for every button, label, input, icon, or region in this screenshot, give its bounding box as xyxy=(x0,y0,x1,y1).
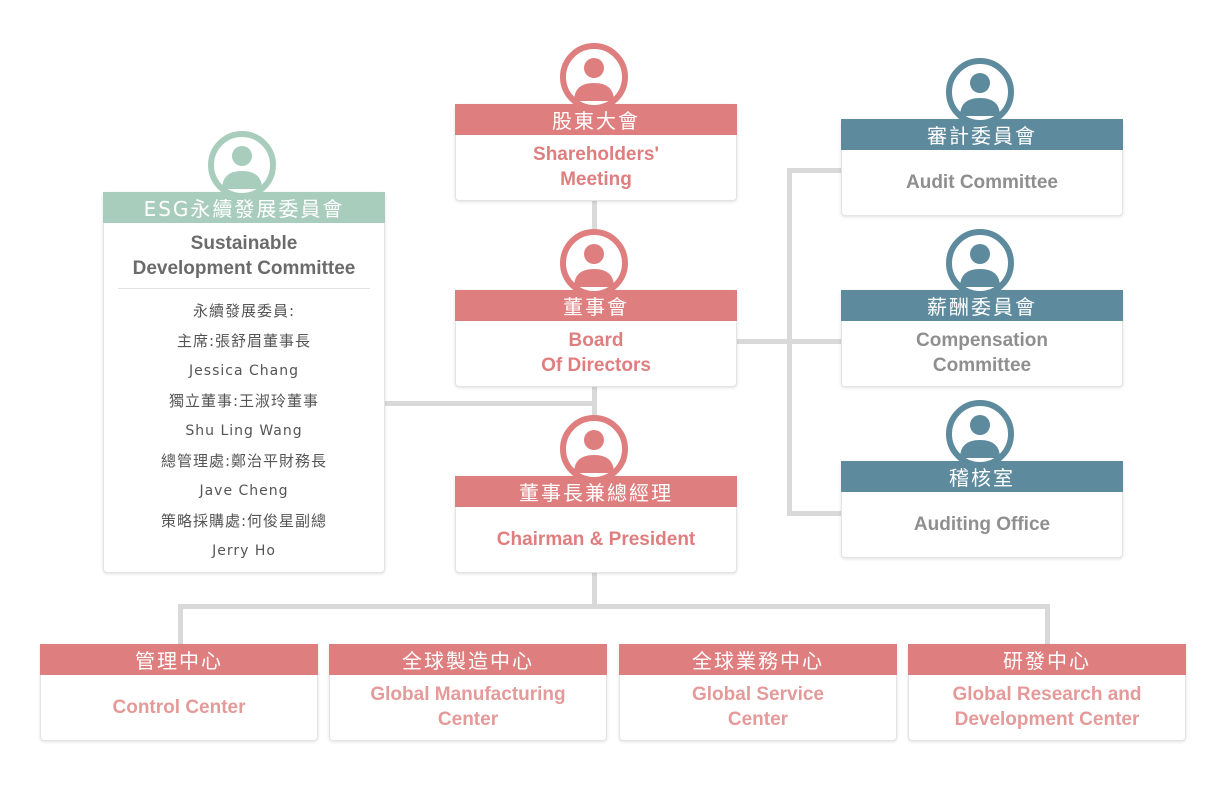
esg-member-line: Jessica Chang xyxy=(189,363,299,379)
connector-right-compensation xyxy=(787,339,842,344)
manufacturing-center-title: Global Manufacturing Center xyxy=(370,684,566,730)
shareholders-title: Shareholders' Meeting xyxy=(533,144,659,190)
esg-member-line: Jave Cheng xyxy=(199,483,289,499)
connector-shareholders-board xyxy=(592,198,597,238)
connector-right-audit xyxy=(787,168,842,173)
connector-chairman-bottom xyxy=(592,571,597,607)
person-avatar-icon xyxy=(208,131,276,199)
service-center-header: 全球業務中心 xyxy=(619,644,897,675)
person-avatar-icon xyxy=(560,415,628,483)
connector-board-right xyxy=(736,339,790,344)
connector-right-auditing xyxy=(787,511,842,516)
audit-committee-title: Audit Committee xyxy=(906,171,1058,193)
esg-member-line: Jerry Ho xyxy=(212,543,276,559)
chairman-title: Chairman & President xyxy=(496,528,696,550)
shareholders-header: 股東大會 xyxy=(455,104,737,135)
esg-member-line: Shu Ling Wang xyxy=(185,423,303,439)
manufacturing-center-header: 全球製造中心 xyxy=(329,644,607,675)
esg-committee-title: Sustainable Development Committee xyxy=(132,233,356,279)
person-avatar-icon xyxy=(560,229,628,297)
person-avatar-icon xyxy=(946,400,1014,468)
esg-member-line: 策略採購處:何俊星副總 xyxy=(160,512,328,530)
esg-member-line: 獨立董事:王淑玲董事 xyxy=(168,392,320,410)
esg-member-line: 主席:張舒眉董事長 xyxy=(176,332,312,350)
connector-bottom-control xyxy=(178,604,183,644)
control-center-title: Control Center xyxy=(112,696,246,718)
compensation-committee-title: Compensation Committee xyxy=(916,330,1048,376)
connector-bottom-horizontal xyxy=(178,604,1050,609)
connector-esg-trunk xyxy=(385,401,595,406)
esg-member-list: 永續發展委員: 主席:張舒眉董事長 Jessica Chang 獨立董事:王淑玲董事 S… xyxy=(103,296,385,566)
person-avatar-icon xyxy=(946,58,1014,126)
person-avatar-icon xyxy=(560,43,628,111)
service-center-title: Global Service Center xyxy=(691,684,824,730)
research-center-title: Global Research and Development Center xyxy=(952,684,1142,730)
esg-member-line: 永續發展委員: xyxy=(192,302,296,320)
person-avatar-icon xyxy=(946,229,1014,297)
esg-committee-box xyxy=(103,192,385,573)
auditing-office-title: Auditing Office xyxy=(913,513,1051,535)
control-center-header: 管理中心 xyxy=(40,644,318,675)
esg-member-line: 總管理處:鄭治平財務長 xyxy=(160,452,328,470)
research-center-header: 研發中心 xyxy=(908,644,1186,675)
board-title: Board Of Directors xyxy=(541,330,651,376)
connector-bottom-research xyxy=(1045,604,1050,644)
esg-divider xyxy=(118,288,370,289)
